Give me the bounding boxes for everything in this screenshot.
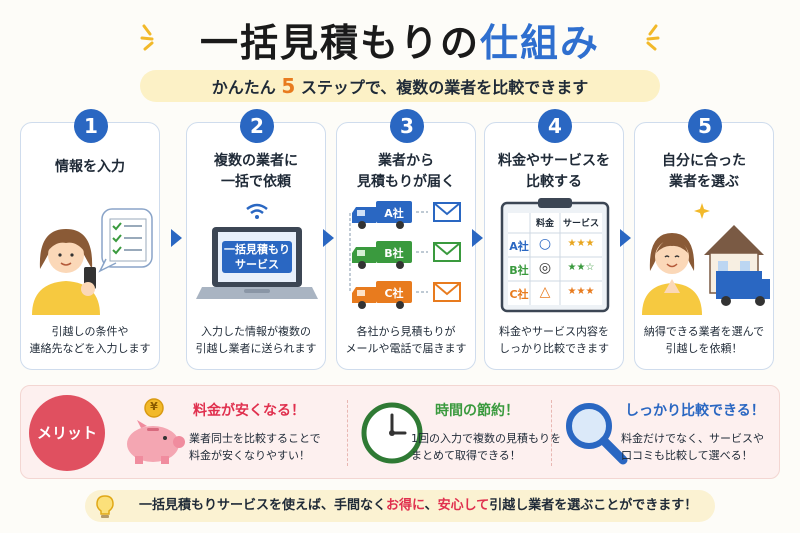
footer-text1: 一括見積もりサービスを使えば、手間なく: [139, 498, 387, 513]
clock-icon: [361, 402, 423, 464]
sparkle-right-icon: [646, 24, 660, 51]
arrow-right-icon: [472, 229, 483, 247]
step-description: 納得できる業者を選んで 引越しを依頼！: [643, 325, 765, 355]
subtitle: かんたん 5 ステップで、複数の業者を比較できます: [140, 70, 660, 102]
merit-title-time: 時間の節約！: [435, 403, 519, 419]
subtitle-pre: かんたん: [211, 78, 276, 97]
subtitle-num: 5: [281, 74, 296, 98]
step-number-badge: 2: [240, 109, 274, 143]
laptop-line2: サービス: [235, 258, 279, 271]
table-header-service: サービス: [562, 219, 599, 229]
step-title: 業者から 見積もりが届く: [357, 153, 455, 190]
merit-title-price: 料金が安くなる！: [193, 403, 305, 419]
step-card-2: 2 複数の業者に 一括で依頼 一括見積もり サービス 入力した情報が複数の 引越…: [186, 109, 326, 370]
step-number-badge: 3: [390, 109, 424, 143]
woman-house-truck-icon: [642, 203, 770, 315]
table-row-company: B社: [509, 264, 529, 277]
step-description: 引越しの条件や 連絡先などを入力します: [29, 325, 151, 355]
truck-label-a: A社: [384, 207, 404, 220]
step-description: 料金やサービス内容を しっかり比較できます: [499, 325, 609, 355]
step-title: 情報を入力: [55, 159, 125, 175]
merit-desc-time: 1回の入力で複数の見積もりを まとめて取得できる！: [411, 432, 561, 462]
step-number-badge: 4: [538, 109, 572, 143]
page-title: 一括見積もりの仕組み: [0, 12, 800, 67]
title-part2: 仕組み: [480, 21, 601, 65]
merit-title-compare: しっかり比較できる！: [625, 403, 765, 419]
woman-with-phone-icon: [32, 208, 153, 315]
truck-label-b: B社: [384, 247, 404, 260]
table-row-service: ★★★: [567, 238, 595, 249]
arrow-right-icon: [620, 229, 631, 247]
table-row-price: △: [539, 284, 551, 300]
step-description: 各社から見積もりが メールや電話で届きます: [345, 325, 467, 355]
piggy-bank-icon: [127, 398, 185, 464]
clipboard-icon: [500, 198, 610, 313]
arrow-right-icon: [323, 229, 334, 247]
laptop-screen-label: 一括見積もり サービス: [222, 242, 292, 272]
step-card-1: 1 情報を入力 引越しの条件や 連絡先などを入力します: [20, 109, 160, 370]
footer-banner: 一括見積もりサービスを使えば、手間なくお得に、安心して引越し業者を選ぶことができ…: [85, 490, 715, 522]
table-row-service: ★★★: [567, 286, 595, 297]
step-title: 自分に合った 業者を選ぶ: [662, 153, 746, 190]
table-row-service: ★★☆: [567, 262, 595, 273]
step-card-5: 5 自分に合った 業者を選ぶ 納得できる業者を選んで 引越しを依頼！: [634, 109, 774, 370]
coin-symbol: ¥: [150, 400, 158, 413]
merit-badge: メリット: [29, 395, 105, 471]
trucks-with-mail-icon: [349, 201, 461, 309]
footer-highlight1: お得に: [386, 498, 425, 513]
merit-divider: [347, 400, 348, 466]
footer-sep: 、: [424, 498, 438, 513]
step-description: 入力した情報が複数の 引越し業者に送られます: [195, 325, 317, 355]
subtitle-post: ステップで、複数の業者を比較できます: [300, 78, 589, 97]
sparkle-left-icon: [140, 24, 154, 51]
merit-desc-price: 業者同士を比較することで 料金が安くなりやすい！: [189, 432, 321, 462]
magnifier-icon: [566, 403, 628, 465]
footer-text2: 引越し業者を選ぶことができます！: [489, 498, 698, 513]
table-row-company: A社: [509, 240, 529, 253]
merit-divider: [551, 400, 552, 466]
step-title: 料金やサービスを 比較する: [498, 153, 610, 190]
arrow-right-icon: [171, 229, 182, 247]
step-card-4: 4 料金やサービスを 比較する 料金 サービス A社 ○ ★★★ B社 ◎ ★★…: [484, 109, 624, 370]
truck-label-c: C社: [384, 287, 404, 300]
lightbulb-icon: [96, 495, 114, 518]
laptop-line1: 一括見積もり: [224, 243, 290, 256]
step-card-3: 3 業者から 見積もりが届く A社 B社 C社 各社から見積もりが メールや電話…: [336, 109, 476, 370]
merit-panel: メリット ¥ 料金が安くなる！ 業者同士を比較することで 料金が安くなりやすい！…: [20, 385, 780, 479]
step-number-badge: 5: [688, 109, 722, 143]
title-part1: 一括見積もりの: [199, 21, 480, 65]
table-row-price: ◎: [538, 260, 552, 276]
table-row-price: ○: [538, 236, 552, 252]
table-header-price: 料金: [535, 219, 554, 229]
laptop-icon: [196, 203, 318, 299]
footer-highlight2: 安心して: [437, 498, 490, 513]
step-title: 複数の業者に 一括で依頼: [214, 153, 298, 190]
table-row-company: C社: [509, 288, 529, 301]
step-number-badge: 1: [74, 109, 108, 143]
merit-desc-compare: 料金だけでなく、サービスや 口コミも比較して選べる！: [621, 432, 764, 462]
